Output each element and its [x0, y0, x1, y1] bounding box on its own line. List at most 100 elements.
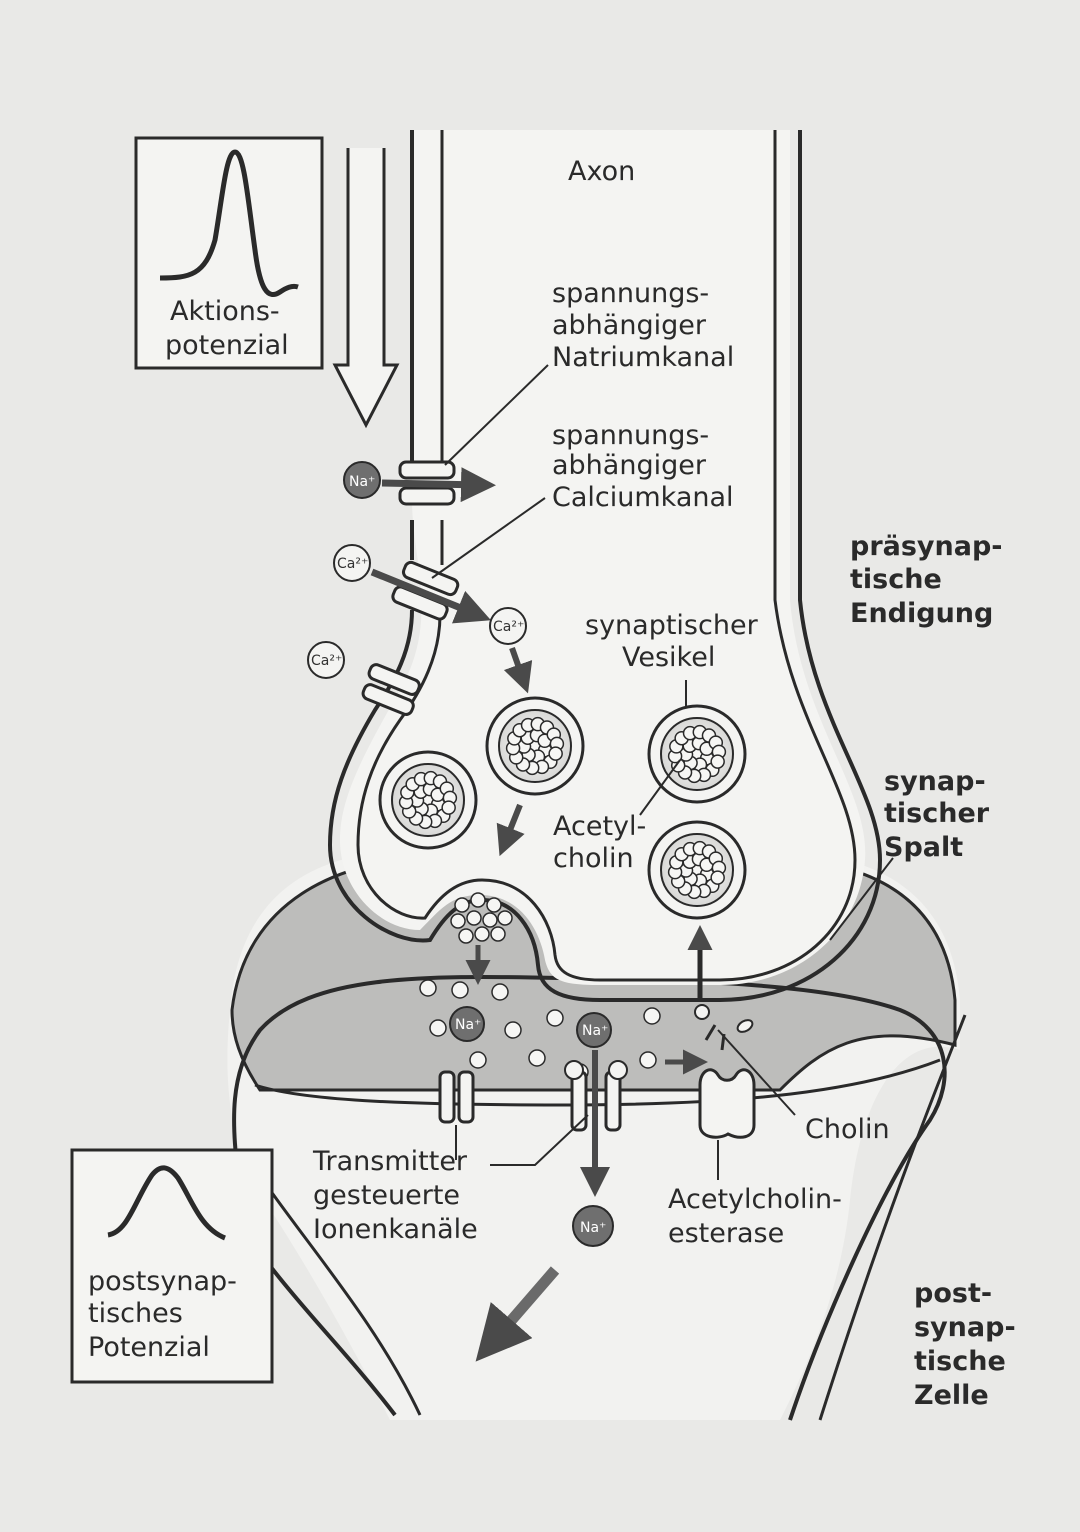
calcium-influx-arrow — [370, 568, 491, 624]
calcium-to-vesicle-arrow — [503, 647, 533, 694]
sodium-ion-cleft-1 — [449, 1006, 485, 1042]
vesicle-fusion-arrow — [496, 803, 525, 857]
spalt-label-1: synap- — [884, 766, 986, 797]
transmitter-granule — [458, 928, 474, 944]
action-potential-box — [134, 136, 324, 370]
sodium-channel — [398, 460, 456, 480]
axon-label: Axon — [568, 156, 635, 187]
esterase-label-2: esterase — [668, 1218, 784, 1249]
acetylcholin-molecules — [419, 979, 661, 1081]
ionenkanaele-label-3: Ionenkanäle — [313, 1214, 478, 1245]
calciumkanal-label-1: spannungs- — [552, 420, 709, 451]
sodium-ion-outside — [343, 461, 381, 499]
calcium-ion-outside-2 — [307, 641, 345, 679]
vesicle-granule — [710, 754, 725, 769]
sodium-ion-cleft-1-label: Na⁺ — [455, 1017, 481, 1033]
calcium-channel — [401, 560, 460, 597]
fusing-vesicle-contents — [450, 892, 513, 944]
action-potential-curve — [159, 149, 299, 298]
presynaptic-inner-membrane — [356, 130, 857, 982]
transmitter-granule — [450, 913, 466, 929]
esterase-label-1: Acetylcholin- — [668, 1184, 842, 1215]
calcium-ion-inside — [489, 607, 527, 645]
postsynaptic-inner-edge — [254, 1058, 941, 1107]
sodium-ion-cleft-2-label: Na⁺ — [582, 1023, 608, 1039]
postsynaptic-membrane-inner-right — [818, 1014, 967, 1421]
praesynaptisch-label-2: tische — [850, 564, 942, 595]
ionenkanaele-label-2: gesteuerte — [313, 1180, 460, 1211]
praesynaptisch-label-1: präsynap- — [850, 531, 1003, 562]
transmitter-granule — [490, 926, 506, 942]
leader-lines — [431, 364, 894, 1180]
transmitter-granule — [482, 912, 498, 928]
natriumkanal-label-1: spannungs- — [552, 278, 709, 309]
psp-label-3: Potenzial — [88, 1332, 210, 1363]
action-potential-label-2: potenzial — [165, 330, 289, 361]
sodium-ion-outside-label: Na⁺ — [349, 474, 375, 490]
postsynaptic-membrane-inner-left — [268, 1189, 422, 1416]
action-potential-label-1: Aktions- — [170, 296, 280, 327]
vesikel-label-2: Vesikel — [622, 642, 715, 673]
signal-propagation-arrow — [475, 1266, 560, 1362]
postsynaptisch-label-3: tische — [914, 1346, 1006, 1377]
sodium-ion-postsynaptic — [572, 1205, 614, 1247]
ligand-gated-channel-open — [564, 1060, 628, 1132]
vesicle-granule — [548, 746, 563, 761]
acetylcholin-molecule — [469, 1051, 487, 1069]
postsynaptic-membrane — [232, 974, 947, 1421]
postsynaptisch-label-2: synap- — [914, 1312, 1016, 1343]
transmitter-granule — [497, 910, 513, 926]
transmitter-granule — [454, 897, 470, 913]
psp-curve — [107, 1165, 227, 1241]
sodium-ion-cleft-2 — [576, 1012, 612, 1048]
signal-direction-arrow — [332, 148, 400, 429]
acetylcholin-label-1: Acetyl- — [553, 811, 646, 842]
acetylcholin-molecule — [643, 1007, 661, 1025]
acetylcholin-molecule — [491, 983, 509, 1001]
acetate-fragment — [736, 1019, 754, 1033]
calciumkanal-label-3: Calciumkanal — [552, 482, 734, 513]
spalt-label-2: tischer — [884, 798, 990, 829]
postsynaptisch-label-1: post- — [914, 1278, 992, 1309]
acetylcholin-molecule — [639, 1051, 657, 1069]
natriumkanal-label-2: abhängiger — [552, 310, 707, 341]
calciumkanal-label-2: abhängiger — [552, 450, 707, 481]
vesicle-contents — [398, 716, 727, 900]
calcium-channel-closed-lower — [361, 683, 415, 716]
acetylcholin-molecule — [429, 1019, 447, 1037]
calcium-ion-outside-1 — [333, 544, 371, 582]
ionenkanaele-label-1: Transmitter — [312, 1146, 468, 1177]
praesynaptisch-label-3: Endigung — [850, 598, 993, 629]
choline-molecule — [694, 1004, 710, 1020]
ligand-gated-channel-closed — [438, 1070, 475, 1124]
postsynaptisch-label-4: Zelle — [914, 1380, 989, 1411]
natriumkanal-label-3: Natriumkanal — [552, 342, 734, 373]
vesikel-label-1: synaptischer — [585, 610, 759, 641]
sodium-channel-lower — [398, 486, 456, 506]
cholin-label: Cholin — [805, 1114, 890, 1145]
sodium-ion-postsynaptic-label: Na⁺ — [580, 1220, 606, 1236]
acetylcholin-molecule — [419, 979, 437, 997]
acetylcholin-molecule — [504, 1021, 522, 1039]
transmitter-granule — [486, 897, 502, 913]
acetylcholinesterase — [698, 1068, 756, 1139]
sodium-influx-arrow — [381, 467, 496, 503]
calcium-channel-closed — [367, 663, 421, 696]
calcium-ion-outside-2-label: Ca²⁺ — [311, 653, 342, 669]
acetylcholin-molecule — [546, 1009, 564, 1027]
transmitter-granule — [470, 892, 486, 908]
calcium-ion-outside-1-label: Ca²⁺ — [337, 556, 368, 572]
spalt-label-3: Spalt — [884, 832, 963, 863]
presynaptic-outer-membrane — [327, 130, 883, 1002]
psp-label-2: tisches — [88, 1298, 183, 1329]
acetylcholin-molecule — [451, 981, 469, 999]
transmitter-granule — [474, 926, 490, 942]
acetylcholin-molecule — [528, 1049, 546, 1067]
transmitter-granule — [466, 910, 482, 926]
psp-label-1: postsynap- — [88, 1266, 237, 1297]
acetylcholin-label-2: cholin — [553, 843, 634, 874]
calcium-ion-inside-label: Ca²⁺ — [493, 619, 524, 635]
vesicle-granule — [710, 870, 725, 885]
